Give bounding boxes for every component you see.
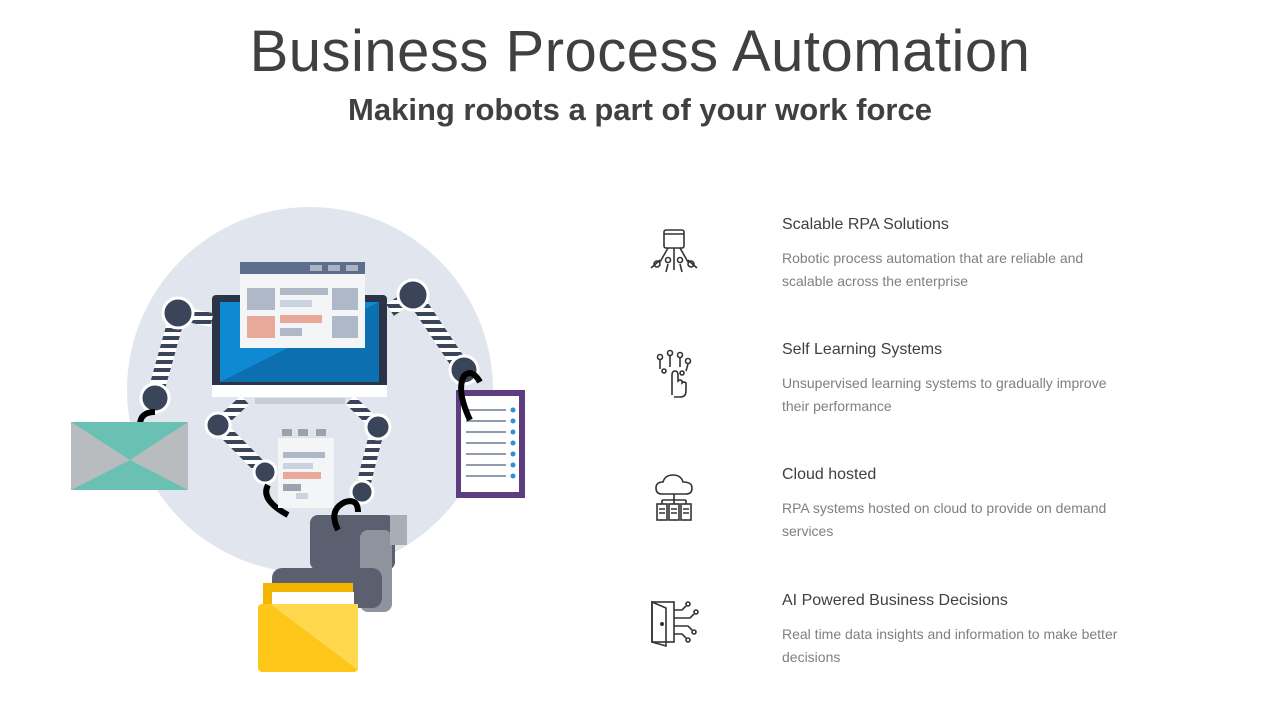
clipboard <box>456 370 525 498</box>
robotic-arms-illustration <box>71 207 525 672</box>
feature-title: Scalable RPA Solutions <box>782 216 949 233</box>
feature-item: Scalable RPA Solutions Robotic process a… <box>640 216 1160 316</box>
feature-description: RPA systems hosted on cloud to provide o… <box>782 500 1107 539</box>
feature-title: Self Learning Systems <box>782 341 943 358</box>
feature-item: Self Learning Systems Unsupervised learn… <box>640 341 1160 441</box>
right-robot-arm <box>386 278 480 386</box>
envelope <box>71 422 188 490</box>
robot-hand-icon <box>650 229 698 273</box>
feature-description: Real time data insights and information … <box>782 626 1118 665</box>
slide-title: Business Process Automation <box>249 19 1031 84</box>
feature-item: Cloud hosted RPA systems hosted on cloud… <box>640 466 1160 566</box>
feature-title: AI Powered Business Decisions <box>782 592 1008 609</box>
left-robot-arm <box>137 296 214 455</box>
door-circuit-icon <box>651 600 699 648</box>
document <box>278 426 334 508</box>
feature-description: Robotic process automation that are reli… <box>782 250 1084 289</box>
feature-item: AI Powered Business Decisions Real time … <box>640 592 1160 692</box>
feature-title: Cloud hosted <box>782 466 877 483</box>
slide-subtitle: Making robots a part of your work force <box>348 92 932 127</box>
feature-description: Unsupervised learning systems to gradual… <box>782 375 1107 414</box>
touch-network-icon <box>656 349 692 398</box>
lower-robot-arms <box>204 395 392 518</box>
folder <box>258 583 358 672</box>
browser-window <box>240 262 365 348</box>
cloud-servers-icon <box>655 474 693 521</box>
